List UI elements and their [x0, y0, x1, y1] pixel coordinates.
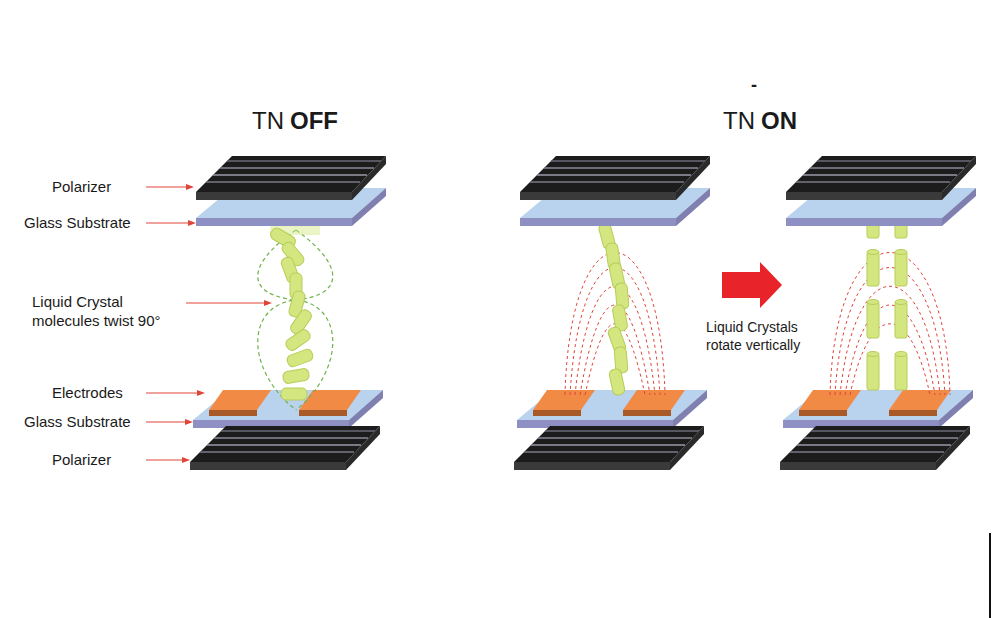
layer-label: Glass Substrate: [24, 413, 131, 432]
layer-label: Glass Substrate: [24, 214, 131, 233]
note-label: Liquid Crystals rotate vertically: [706, 319, 818, 354]
state-title: OFF: [290, 106, 338, 136]
layer-label: Polarizer: [52, 178, 111, 197]
layer-label: Electrodes: [52, 384, 123, 403]
layer-label: Liquid Crystal molecules twist 90°: [32, 293, 182, 331]
state-title: TN: [723, 106, 755, 136]
state-title: TN: [252, 106, 284, 136]
state-title: ON: [761, 106, 797, 136]
stray-mark: -: [751, 74, 757, 97]
layer-label: Polarizer: [52, 451, 111, 470]
